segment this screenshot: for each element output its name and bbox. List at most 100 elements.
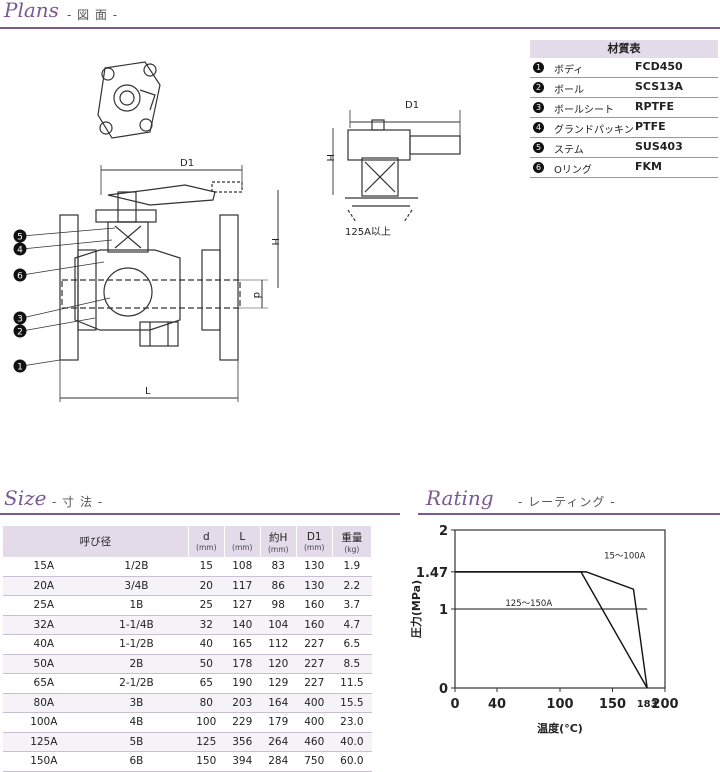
table-cell: 125A <box>3 732 85 752</box>
table-cell: 86 <box>260 576 297 596</box>
table-cell: 98 <box>260 595 297 616</box>
plans-rule <box>0 27 720 29</box>
table-cell: 150 <box>188 751 225 772</box>
table-cell: 356 <box>224 732 261 752</box>
material-part: ボール <box>554 85 584 96</box>
gear-operator-icon <box>332 110 461 223</box>
col-weight: 重量(kg) <box>332 526 373 557</box>
material-value: RPTFE <box>635 100 675 113</box>
table-cell: 120 <box>260 654 297 674</box>
table-cell: 3/4B <box>84 576 189 596</box>
table-cell: 125 <box>188 732 225 752</box>
svg-text:2: 2 <box>17 328 23 338</box>
material-value: FCD450 <box>635 60 683 73</box>
table-cell: 178 <box>224 654 261 674</box>
col-nominal: 呼び径 <box>3 526 189 557</box>
table-cell: 15.5 <box>332 693 372 713</box>
table-cell: 80A <box>3 693 85 713</box>
table-cell: 400 <box>296 693 333 713</box>
table-cell: 2.2 <box>332 576 372 596</box>
table-cell: 394 <box>224 751 261 772</box>
svg-text:1: 1 <box>17 363 23 373</box>
svg-text:5: 5 <box>17 233 23 243</box>
table-cell: 40A <box>3 634 85 655</box>
table-cell: 284 <box>260 751 297 772</box>
table-cell: 264 <box>260 732 297 752</box>
dim-l-label: L <box>145 386 151 397</box>
table-cell: 129 <box>260 673 297 694</box>
material-value: FKM <box>635 160 662 173</box>
table-cell: 23.0 <box>332 712 372 733</box>
x-tick-label: 40 <box>488 697 506 712</box>
table-cell: 179 <box>260 712 297 733</box>
table-cell: 160 <box>296 615 333 635</box>
material-value: PTFE <box>635 120 666 133</box>
table-cell: 164 <box>260 693 297 713</box>
table-cell: 3.7 <box>332 595 372 616</box>
table-cell: 15A <box>3 557 85 577</box>
col-d: d(mm) <box>188 526 225 557</box>
material-part: Oリング <box>554 165 592 176</box>
y-tick-label: 1.47 <box>416 566 448 581</box>
material-table: 材質表 1 ボディ FCD450 2 ボール SCS13A 3 ボールシート R… <box>530 40 718 178</box>
table-cell: 1-1/4B <box>84 615 189 635</box>
svg-text:3: 3 <box>17 315 23 325</box>
rating-subtitle: - レーティング - <box>518 495 616 509</box>
table-cell: 100A <box>3 712 85 733</box>
x-axis-label: 温度(°C) <box>537 721 583 735</box>
material-table-header: 材質表 <box>530 40 718 58</box>
stem-icon <box>117 191 137 223</box>
x-tick-label: 200 <box>651 697 678 712</box>
col-d1: D1(mm) <box>296 526 333 557</box>
table-cell: 5B <box>84 732 189 752</box>
svg-text:6: 6 <box>17 272 23 282</box>
y-tick-label: 0 <box>439 682 448 697</box>
rating-rule <box>418 513 720 515</box>
table-cell: 65 <box>188 673 225 694</box>
table-cell: 127 <box>224 595 261 616</box>
table-cell: 50 <box>188 654 225 674</box>
table-cell: 2B <box>84 654 189 674</box>
series-label: 125〜150A <box>505 599 552 609</box>
material-row: 3 ボールシート RPTFE <box>530 98 718 118</box>
table-cell: 83 <box>260 557 297 577</box>
top-view-icon <box>97 61 161 139</box>
table-cell: 227 <box>296 654 333 674</box>
size-table-header: 呼び径 d(mm) L(mm) 約H(mm) D1(mm) 重量(kg) <box>3 526 373 557</box>
material-number: 5 <box>533 142 544 153</box>
material-number: 3 <box>533 102 544 113</box>
table-cell: 203 <box>224 693 261 713</box>
material-row: 2 ボール SCS13A <box>530 78 718 98</box>
gear-dim-h-label: H <box>324 154 335 162</box>
table-cell: 3B <box>84 693 189 713</box>
table-cell: 160 <box>296 595 333 616</box>
table-cell: 6.5 <box>332 634 372 655</box>
ball-icon <box>103 267 153 317</box>
dim-d1-label: D1 <box>180 158 194 169</box>
series-line <box>455 571 648 689</box>
material-part: ステム <box>554 145 584 156</box>
table-cell: 65A <box>3 673 85 694</box>
svg-text:4: 4 <box>17 246 23 256</box>
table-cell: 112 <box>260 634 297 655</box>
x-tick-label: 0 <box>450 697 459 712</box>
table-cell: 40 <box>188 634 225 655</box>
x-tick-label: 100 <box>546 697 573 712</box>
material-value: SCS13A <box>635 80 683 93</box>
material-row: 5 ステム SUS403 <box>530 138 718 158</box>
table-cell: 227 <box>296 673 333 694</box>
callout-4: 4 <box>13 242 27 256</box>
body-icon <box>74 249 181 331</box>
y-tick-label: 2 <box>439 524 448 539</box>
table-cell: 20A <box>3 576 85 596</box>
col-h: 約H(mm) <box>260 526 297 557</box>
table-cell: 140 <box>224 615 261 635</box>
table-cell: 150A <box>3 751 85 772</box>
